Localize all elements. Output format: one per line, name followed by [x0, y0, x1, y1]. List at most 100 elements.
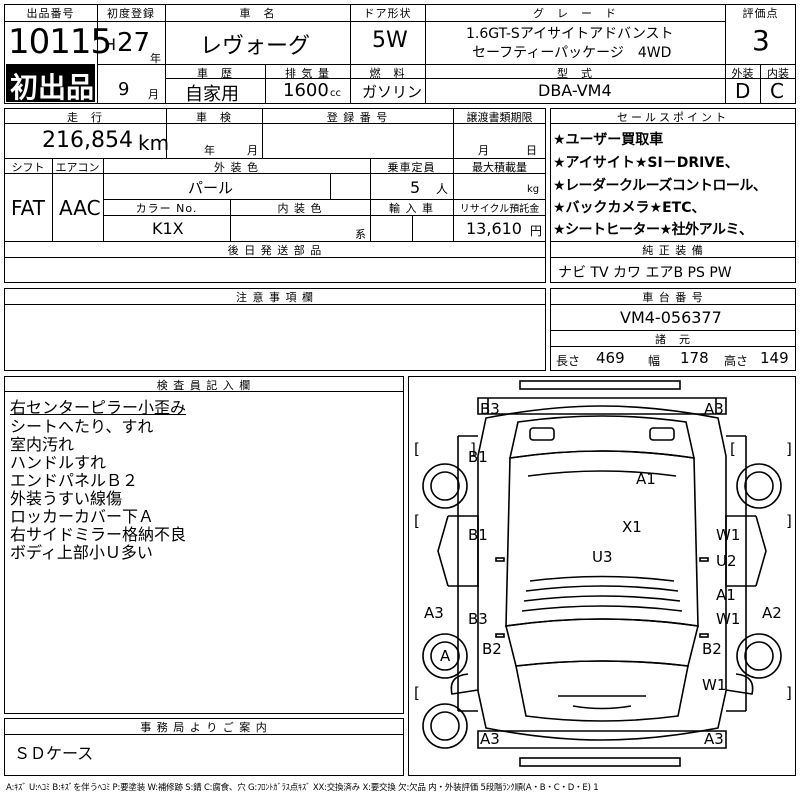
height: 149	[760, 349, 789, 367]
header-block	[4, 4, 796, 104]
shift-label: シフト	[11, 161, 45, 174]
svg-text:]: ]	[786, 440, 792, 458]
office-label: 事 務 局 よ り ご 案 内	[140, 721, 268, 734]
damage-code: B2	[702, 640, 722, 658]
model-label: 型 式	[557, 67, 593, 80]
mileage-label: 走 行	[67, 111, 103, 124]
chassis-block	[550, 288, 796, 371]
equipment-label: 純 正 装 備	[642, 244, 704, 257]
first-reg-month-unit: 月	[148, 88, 159, 101]
damage-code: B3	[480, 400, 500, 418]
svg-text:[: [	[414, 512, 420, 530]
interior-color-unit: 系	[355, 228, 366, 241]
grade-line2: セーフティーパッケージ 4WD	[472, 45, 672, 61]
sales-point-line: ★レーダークルーズコントロール、	[553, 178, 767, 194]
damage-code: B2	[482, 640, 502, 658]
damage-code: A3	[424, 604, 444, 622]
car-name-label: 車 名	[239, 7, 276, 20]
lot-number-label: 出品番号	[26, 7, 75, 20]
inspector-line: ボディ上部小Ｕ多い	[10, 543, 153, 562]
shift: FAT	[11, 196, 46, 220]
door-label: ドア形状	[363, 7, 412, 20]
exterior-color-label: 外 装 色	[214, 161, 259, 174]
ac: AAC	[59, 196, 101, 220]
interior-grade: C	[770, 79, 784, 103]
car-damage-diagram: [] [] [] [] B3 A3 B1 A1 B1 X1 W1 U3 U2 A…	[414, 380, 792, 767]
inspector-label: 検 査 員 記 入 欄	[156, 379, 252, 392]
capacity: 5	[410, 178, 421, 197]
displacement: 1600	[283, 80, 329, 101]
exterior-grade-label: 外装	[731, 67, 754, 80]
office-block	[4, 718, 404, 776]
inspection-month-unit: 月	[247, 144, 258, 157]
inspection-year-unit: 年	[204, 144, 215, 157]
capacity-unit: 人	[436, 182, 449, 196]
model: DBA-VM4	[538, 81, 612, 100]
recycle-label: リサイクル預託金	[459, 204, 540, 215]
fuel-label: 燃 料	[369, 67, 406, 80]
damage-code: W1	[716, 610, 740, 628]
first-reg-era: H	[104, 35, 117, 54]
inspector-line: 室内汚れ	[10, 435, 75, 454]
damage-code: A1	[716, 586, 736, 604]
first-reg-year: 27	[117, 28, 151, 58]
damage-code: B3	[468, 610, 488, 628]
recycle: 13,610	[466, 219, 522, 238]
svg-text:]: ]	[786, 512, 792, 530]
svg-text:[: [	[414, 440, 420, 458]
exterior-color: パール	[188, 179, 234, 197]
ac-label: エアコン	[55, 161, 100, 174]
interior-grade-label: 内装	[767, 67, 789, 80]
color-no: K1X	[152, 219, 184, 238]
inspector-line: ハンドルすれ	[10, 453, 107, 472]
inspector-line: 右センターピラー小歪み	[10, 398, 187, 417]
sales-points-label: セールスポイント	[617, 111, 729, 124]
damage-code: A1	[636, 470, 656, 488]
inspector-line: 外装うすい線傷	[10, 489, 123, 508]
chassis-label: 車 台 番 号	[642, 291, 704, 304]
grade-line1: 1.6GT-Sアイサイトアドバンスト	[466, 26, 674, 42]
sales-point-line: ★ユーザー買取車	[553, 132, 664, 148]
mileage-unit: km	[138, 131, 170, 155]
vehicle-info-block	[4, 108, 546, 283]
damage-code: A3	[480, 730, 500, 748]
inspection-label: 車 検	[196, 111, 232, 124]
first-listing-text: 初出品	[10, 71, 95, 104]
damage-code: A	[440, 647, 451, 665]
damage-code: B1	[468, 526, 488, 544]
damage-code: A2	[762, 604, 782, 622]
damage-code: X1	[622, 518, 642, 536]
height-label: 高さ	[724, 354, 749, 368]
color-no-label: カラー No.	[135, 202, 198, 215]
history-label: 車 歴	[197, 67, 233, 80]
notes-label: 注 意 事 項 欄	[236, 291, 314, 304]
first-reg-label: 初度登録	[107, 7, 155, 20]
load-unit: kg	[527, 184, 540, 195]
damage-code: U2	[716, 552, 737, 570]
damage-code: U3	[592, 548, 613, 566]
length-label: 長さ	[556, 354, 581, 368]
inspector-line: シートへたり、すれ	[10, 417, 154, 436]
later-parts-label: 後 日 発 送 部 品	[227, 244, 323, 257]
sales-point-line: ★アイサイト★SI－DRIVE、	[553, 155, 739, 171]
chassis-number: VM4-056377	[620, 308, 722, 327]
width: 178	[680, 349, 709, 367]
svg-text:]: ]	[470, 440, 476, 458]
fuel: ガソリン	[362, 83, 423, 101]
lot-number: 10115	[8, 22, 112, 62]
exterior-grade: D	[735, 79, 751, 103]
displacement-label: 排 気 量	[285, 67, 330, 80]
damage-code: B1	[468, 448, 488, 466]
load-label: 最大積載量	[472, 161, 527, 174]
transfer-label: 譲渡書類期限	[466, 111, 533, 124]
notes-block	[4, 288, 546, 371]
transfer-month-unit: 月	[478, 144, 489, 157]
interior-color-label: 内 装 色	[277, 202, 323, 215]
door: 5W	[372, 28, 408, 53]
equipment: ナビ TV カワ エアB PS PW	[558, 265, 732, 281]
first-listing-badge	[6, 64, 95, 102]
damage-code: A3	[704, 400, 724, 418]
capacity-label: 乗車定員	[387, 161, 436, 174]
recycle-unit: 円	[530, 224, 543, 238]
history: 自家用	[185, 84, 239, 105]
